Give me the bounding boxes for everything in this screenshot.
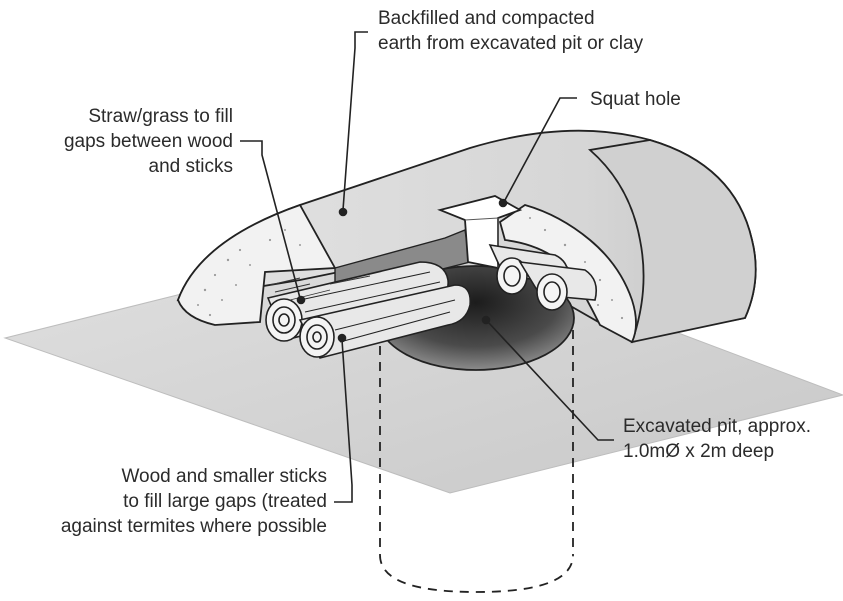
label-backfill-line-2: earth from excavated pit or clay (378, 33, 644, 54)
leader-straw (240, 140, 301, 299)
label-pit-line-2: 1.0mØ x 2m deep (623, 441, 775, 462)
label-wood-line-1: Wood and smaller sticks (121, 466, 327, 487)
leader-backfill (342, 31, 368, 211)
soil-speckles-left (197, 229, 301, 317)
label-straw-line-1: Straw/grass to fill (88, 106, 233, 127)
label-straw-line-3: and sticks (148, 156, 233, 177)
straw-fill (269, 275, 371, 301)
label-squat-hole: Squat hole (590, 87, 681, 112)
label-squat-hole-line-1: Squat hole (590, 89, 681, 110)
mound-left-section (177, 203, 337, 326)
label-backfill: Backfilled and compacted earth from exca… (378, 6, 643, 56)
leader-lines (240, 31, 614, 503)
leader-pit (487, 321, 614, 441)
label-wood: Wood and smaller sticks to fill large ga… (0, 464, 327, 539)
label-wood-line-3: against termites where possible (60, 516, 327, 537)
pit-cylinder-outline (379, 330, 574, 593)
label-backfill-line-1: Backfilled and compacted (378, 8, 595, 29)
label-wood-line-2: to fill large gaps (treated (123, 491, 327, 512)
leader-wood (334, 339, 353, 503)
label-straw-line-2: gaps between wood (63, 131, 233, 152)
label-straw: Straw/grass to fill gaps between wood an… (40, 104, 233, 179)
mound-right-end (587, 139, 757, 344)
label-pit-line-1: Excavated pit, approx. (623, 416, 811, 437)
logs-right (488, 243, 598, 311)
leader-squat-hole (504, 97, 577, 201)
label-pit: Excavated pit, approx. 1.0mØ x 2m deep (623, 414, 811, 464)
